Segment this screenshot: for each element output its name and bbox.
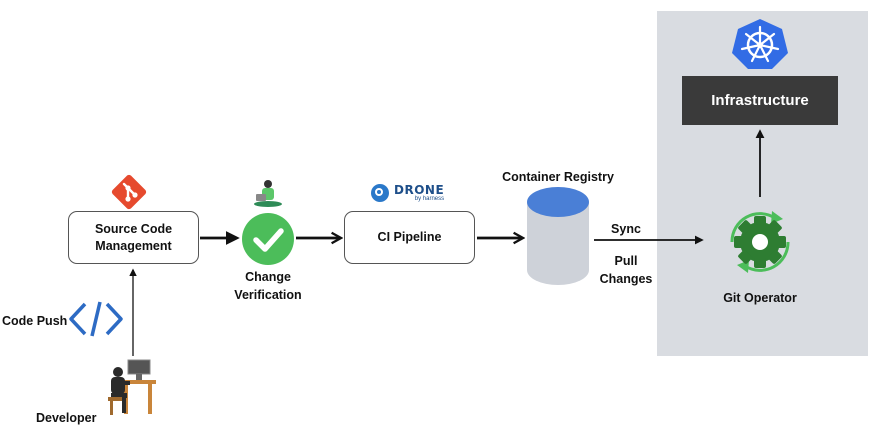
change-verification-line1: Change bbox=[245, 270, 291, 284]
source-code-management-box: Source Code Management bbox=[68, 211, 199, 264]
source-code-label-line2: Management bbox=[95, 238, 172, 253]
container-registry-label: Container Registry bbox=[502, 170, 614, 184]
drone-logo-text: DRONE bbox=[394, 183, 445, 197]
change-verification-line2: Verification bbox=[234, 288, 302, 303]
developer-label: Developer bbox=[36, 411, 97, 425]
developer-at-desk-icon bbox=[108, 359, 156, 415]
gear-sync-icon bbox=[730, 211, 790, 273]
code-brackets-icon bbox=[69, 301, 123, 337]
drone-logo: DRONE by harness bbox=[370, 183, 444, 203]
changes-label: Changes bbox=[599, 272, 653, 287]
checkmark-icon bbox=[242, 213, 294, 265]
change-verification-label: Change Verification bbox=[226, 268, 310, 304]
ci-pipeline-label: CI Pipeline bbox=[377, 230, 442, 245]
kubernetes-icon bbox=[732, 19, 788, 69]
ci-pipeline-box: CI Pipeline bbox=[344, 211, 475, 264]
infrastructure-label: Infrastructure bbox=[711, 92, 809, 109]
source-code-label-line1: Source Code bbox=[94, 221, 173, 236]
pull-label: Pull bbox=[614, 254, 638, 268]
pull-changes-label: Pull Changes bbox=[594, 252, 658, 288]
git-icon bbox=[111, 174, 147, 210]
code-push-label: Code Push bbox=[2, 314, 68, 328]
sync-label: Sync bbox=[611, 222, 641, 236]
database-icon bbox=[527, 187, 589, 285]
git-operator-label: Git Operator bbox=[723, 291, 797, 305]
drone-logo-icon bbox=[371, 184, 389, 202]
reviewer-illustration-icon bbox=[254, 180, 282, 207]
infrastructure-box: Infrastructure bbox=[682, 76, 838, 125]
drone-logo-sub: by harness bbox=[414, 196, 445, 202]
